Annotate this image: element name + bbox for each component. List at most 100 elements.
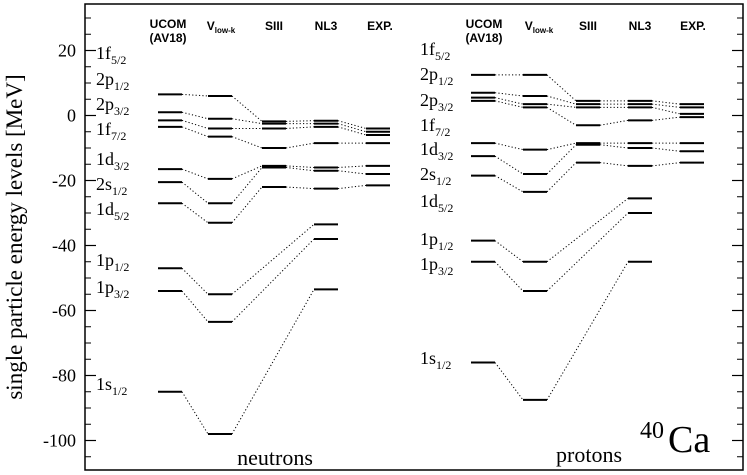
orbital-j-subscript: 3/2: [114, 287, 129, 301]
orbital-label: 1p1/2: [420, 229, 453, 253]
orbital-label: 1f5/2: [96, 43, 126, 67]
level-connector: [494, 92, 524, 97]
level-connector: [337, 170, 367, 175]
level-connector: [546, 103, 577, 108]
column-header-main: V: [207, 19, 215, 33]
column-header: NL3: [629, 19, 652, 33]
level-connector: [181, 126, 209, 138]
column-header-main: EXP.: [680, 19, 706, 33]
orbital-j-subscript: 1/2: [112, 184, 127, 198]
column-header-line2: (AV18): [465, 31, 502, 45]
level-connector: [231, 167, 263, 204]
level-connector: [231, 223, 315, 295]
level-connector: [651, 116, 681, 121]
level-connector: [651, 100, 681, 105]
level-connector: [494, 175, 524, 193]
column-header: EXP.: [680, 19, 706, 33]
orbital-name: 1p: [96, 250, 114, 270]
level-connector: [546, 212, 629, 292]
orbital-name: 1p: [420, 229, 438, 249]
orbital-j-subscript: 5/2: [435, 49, 450, 63]
column-header-line2: (AV18): [149, 31, 186, 45]
level-connector: [231, 165, 263, 180]
level-connector: [599, 162, 629, 167]
level-connector: [181, 119, 209, 129]
orbital-name: 1d: [420, 191, 438, 211]
orbital-label: 2s1/2: [96, 174, 127, 198]
level-connector: [494, 240, 524, 263]
orbital-j-subscript: 5/2: [111, 53, 126, 67]
level-connector: [546, 162, 577, 193]
column-header-main: SIII: [265, 19, 283, 33]
neutrons-panel-label: neutrons: [237, 445, 313, 470]
orbital-name: 2p: [420, 90, 438, 110]
level-connector: [546, 144, 577, 175]
orbital-label: 2s1/2: [420, 164, 451, 188]
y-tick-label: -80: [52, 366, 76, 386]
column-header-subscript: low-k: [533, 26, 554, 35]
level-connector: [546, 261, 629, 401]
orbital-name: 1s: [420, 348, 436, 368]
orbital-name: 2s: [420, 164, 436, 184]
y-tick-label: -40: [52, 236, 76, 256]
level-connector: [494, 362, 524, 401]
orbital-name: 1d: [96, 199, 114, 219]
level-connector: [651, 162, 681, 167]
orbital-j-subscript: 1/2: [114, 79, 129, 93]
level-connector: [181, 168, 209, 180]
column-header-line1: UCOM: [150, 17, 187, 31]
level-connector: [494, 142, 524, 151]
level-connector: [494, 97, 524, 105]
level-connector: [599, 144, 629, 149]
orbital-label: 2p1/2: [420, 64, 453, 88]
y-tick-label: 20: [58, 41, 76, 61]
orbital-j-subscript: 5/2: [438, 201, 453, 215]
orbital-j-subscript: 3/2: [438, 149, 453, 163]
level-connector: [231, 118, 263, 125]
level-connector: [181, 181, 209, 204]
level-connector: [285, 126, 315, 129]
level-connector: [231, 186, 263, 224]
y-tick-label: -60: [52, 301, 76, 321]
column-header: SIII: [265, 19, 283, 33]
level-connector: [599, 119, 629, 126]
orbital-label: 2p1/2: [96, 69, 129, 93]
orbital-label: 1d3/2: [420, 139, 453, 163]
orbital-name: 1s: [96, 374, 112, 394]
y-axis-label: single particle energy levels [MeV]: [2, 74, 27, 399]
level-connector: [546, 197, 629, 263]
level-connector: [337, 184, 367, 190]
orbital-j-subscript: 3/2: [438, 100, 453, 114]
level-connector: [494, 100, 524, 108]
orbital-label: 1f7/2: [96, 119, 126, 143]
level-connector: [181, 391, 209, 435]
orbital-name: 1d: [420, 139, 438, 159]
column-header-main: NL3: [629, 19, 652, 33]
level-connector: [231, 289, 315, 435]
level-connector: [231, 95, 263, 122]
level-connector: [181, 202, 209, 224]
column-header-main: SIII: [579, 19, 597, 33]
level-connector: [546, 95, 577, 105]
level-connector: [494, 261, 524, 292]
orbital-label: 1d5/2: [96, 199, 129, 223]
column-header: Vlow-k: [207, 19, 236, 35]
level-connector: [546, 142, 577, 151]
orbital-label: 1d3/2: [96, 149, 129, 173]
level-connector: [337, 126, 367, 136]
level-connector: [231, 136, 263, 149]
column-header-main: EXP.: [367, 19, 393, 33]
orbital-label: 1s1/2: [420, 348, 451, 372]
level-connector: [337, 120, 367, 129]
protons-panel-label: protons: [556, 442, 622, 467]
level-connector: [285, 167, 315, 172]
level-connector: [285, 142, 315, 149]
orbital-name: 1d: [96, 149, 114, 169]
orbital-name: 1p: [96, 277, 114, 297]
level-connector: [181, 290, 209, 323]
column-header-main: V: [525, 19, 533, 33]
column-header-subscript: low-k: [215, 26, 236, 35]
level-connector: [285, 186, 315, 190]
nucleus-symbol: Ca: [668, 419, 710, 461]
